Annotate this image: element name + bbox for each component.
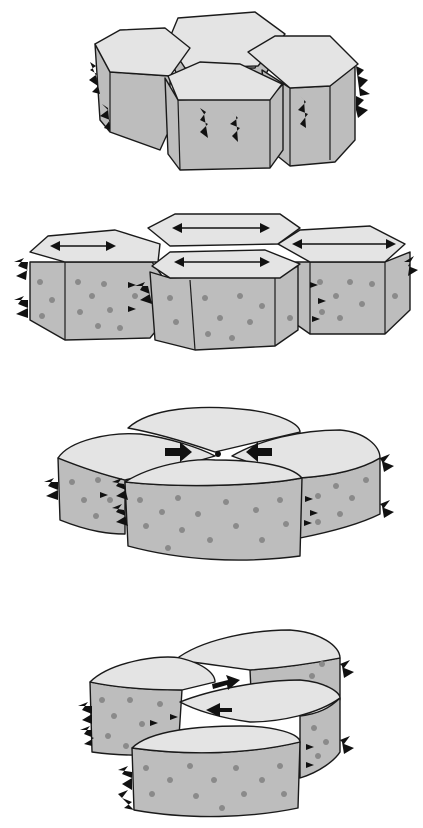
panel-4 [78, 630, 354, 817]
column-front [125, 460, 302, 560]
panel-1 [89, 12, 370, 170]
column-front [150, 250, 300, 350]
column-front [132, 726, 300, 817]
column-front [165, 62, 283, 170]
panel-2 [14, 214, 418, 350]
column-back [148, 214, 300, 246]
panel-3 [44, 407, 394, 560]
